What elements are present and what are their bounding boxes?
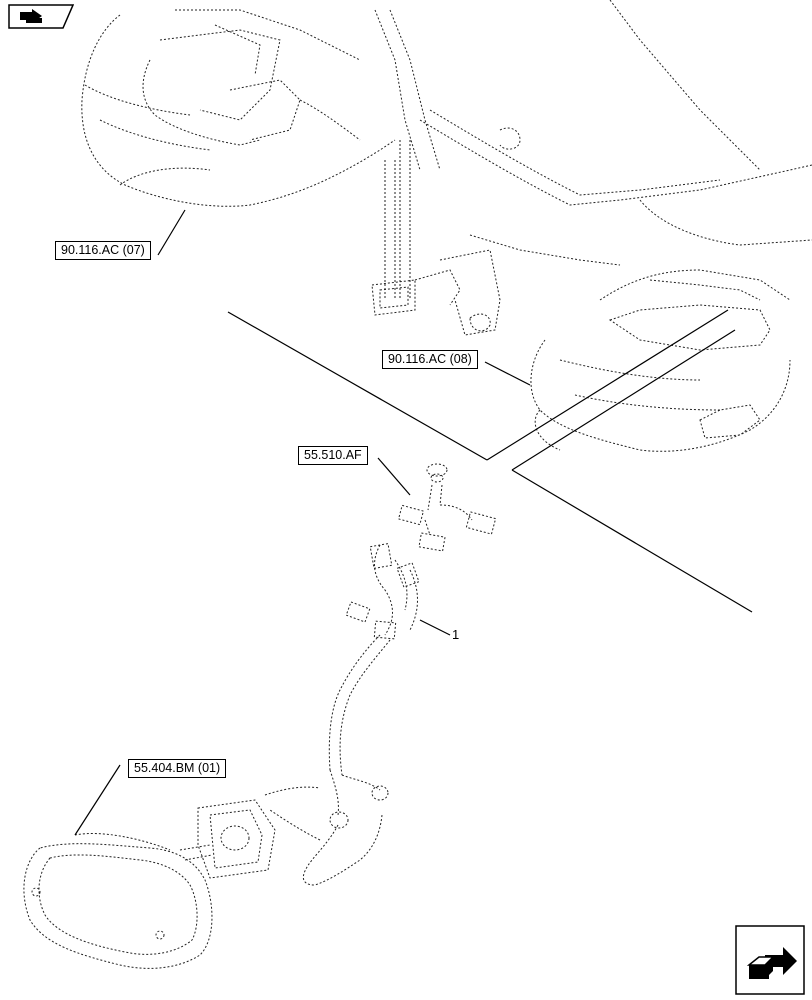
- wiring-harness-1: [264, 543, 420, 886]
- leader-55-404-bm: [74, 764, 121, 836]
- ref-label-90-116-ac-07[interactable]: 90.116.AC (07): [55, 241, 151, 260]
- section-pointer-upper: [486, 309, 729, 461]
- leader-55-510-af: [377, 457, 411, 496]
- section-line-left: [227, 311, 488, 461]
- cab-upper-shell: [81, 9, 396, 207]
- leader-90-116-ac-07: [157, 209, 186, 256]
- cab-pillar: [374, 9, 441, 300]
- next-page-icon[interactable]: [735, 925, 805, 995]
- harness-grommet: [426, 463, 448, 511]
- work-lamp-55-404-bm: [23, 832, 213, 969]
- cab-frame: [419, 0, 812, 266]
- lamp-connector-plate: [179, 799, 276, 879]
- ref-label-55-510-af[interactable]: 55.510.AF: [298, 446, 368, 465]
- harness-connectors-upper: [397, 504, 497, 552]
- leader-item-1: [419, 619, 451, 636]
- ref-label-90-116-ac-08[interactable]: 90.116.AC (08): [382, 350, 478, 369]
- mounting-bracket: [371, 249, 501, 336]
- previous-page-icon[interactable]: [8, 4, 75, 29]
- ref-label-55-404-bm-01[interactable]: 55.404.BM (01): [128, 759, 227, 778]
- section-pointer-lower: [511, 329, 736, 471]
- section-line-right: [511, 469, 753, 613]
- item-callout-1: 1: [452, 627, 460, 642]
- right-lamp-housing: [530, 269, 791, 452]
- leader-90-116-ac-08: [484, 361, 531, 386]
